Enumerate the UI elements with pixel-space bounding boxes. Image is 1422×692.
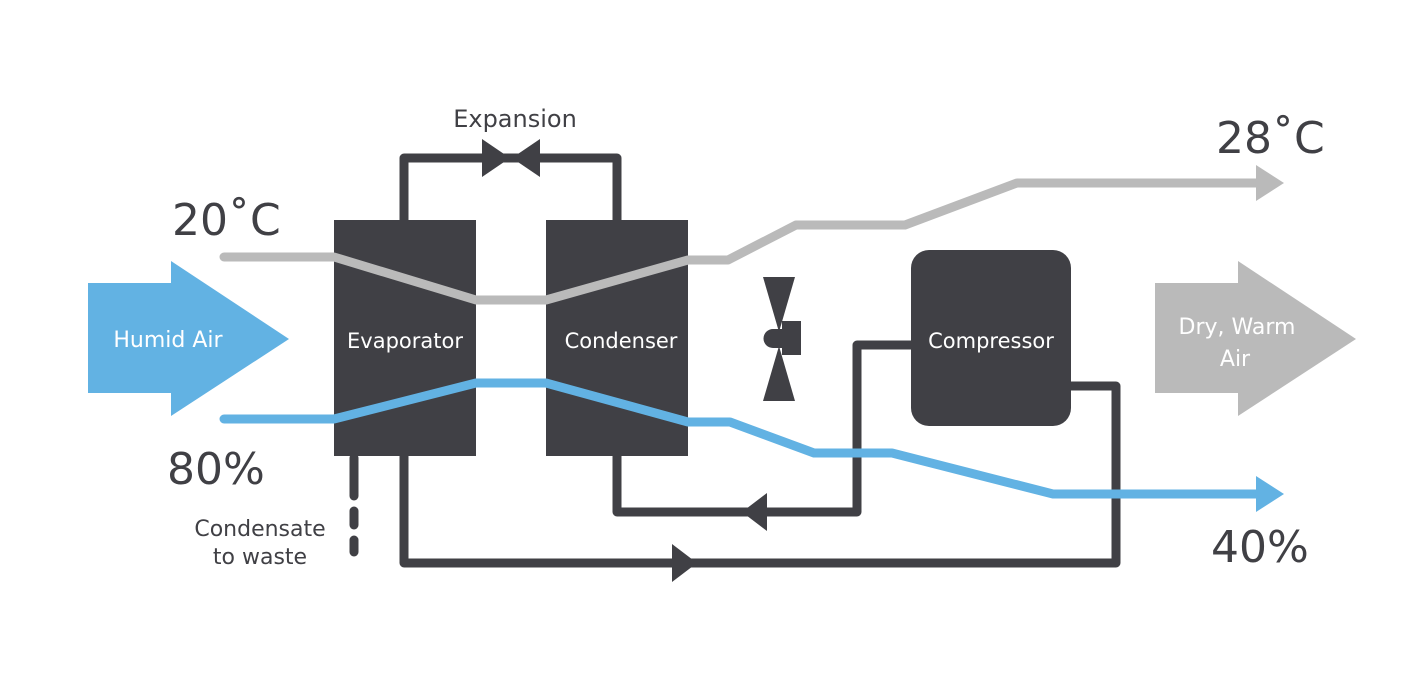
- compressor-block: [911, 250, 1071, 426]
- evaporator-label: Evaporator: [347, 329, 463, 353]
- condenser-to-compressor-pipe: [612, 340, 912, 517]
- triangle-arrow-icon: [672, 544, 697, 582]
- expansion-label: Expansion: [453, 105, 577, 133]
- dry-warm-air-label-line2: Air: [1220, 347, 1251, 372]
- compressor-label: Compressor: [928, 329, 1054, 353]
- expansion-pipe: [399, 153, 622, 222]
- humidity-out-label: 40%: [1211, 522, 1309, 573]
- humid-air-label: Humid Air: [113, 328, 223, 353]
- condensate-label-line2: to waste: [213, 545, 307, 570]
- triangle-arrow-icon: [1256, 165, 1284, 201]
- temperature-out-label: 28˚C: [1216, 113, 1325, 164]
- humid-air-arrow: [88, 261, 289, 416]
- bowtie-valve-icon: [482, 139, 540, 177]
- condensate-label-line1: Condensate: [194, 517, 325, 542]
- evaporator-to-compressor-pipe: [399, 381, 1121, 568]
- humidity-flow-line: [219, 378, 1263, 499]
- dry-warm-air-arrow: [1155, 261, 1356, 416]
- triangle-arrow-icon: [742, 493, 767, 531]
- humidity-in-label: 80%: [167, 444, 265, 495]
- temperature-flow-line: [219, 178, 1263, 305]
- triangle-arrow-icon: [1256, 476, 1284, 512]
- condenser-label: Condenser: [565, 329, 678, 353]
- refrigerant-circuit: [399, 153, 1121, 568]
- temperature-in-label: 20˚C: [172, 195, 281, 246]
- fan-icon: [763, 277, 801, 401]
- dry-warm-air-label-line1: Dry, Warm: [1179, 315, 1296, 340]
